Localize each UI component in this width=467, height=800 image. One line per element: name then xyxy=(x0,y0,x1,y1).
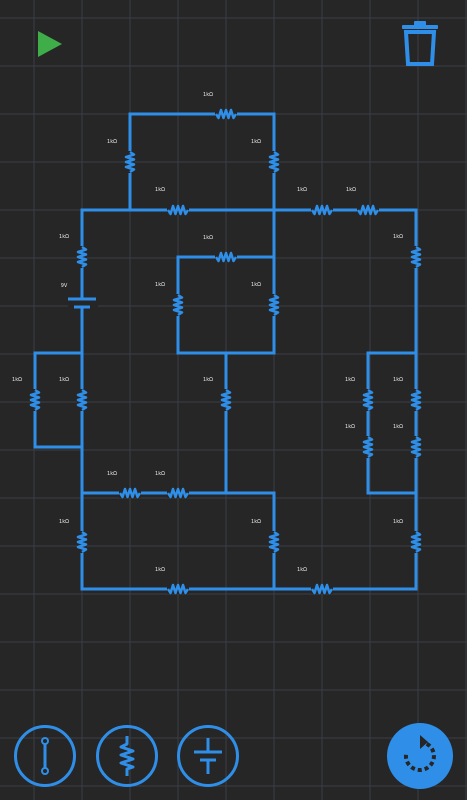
resistor[interactable]: 1kΩ xyxy=(297,567,334,595)
resistor-label: 1kΩ xyxy=(155,187,165,193)
resistor-icon xyxy=(119,736,135,776)
resistor[interactable]: 1kΩ xyxy=(155,282,184,317)
wire-tool-button[interactable] xyxy=(14,725,76,787)
resistor[interactable]: 1kΩ xyxy=(203,92,238,120)
resistor-label: 1kΩ xyxy=(59,234,69,240)
components: 1kΩ 1kΩ 1kΩ 1kΩ 1kΩ 1kΩ 1kΩ 1kΩ 1kΩ 1kΩ 1kΩ 1kΩ 1kΩ 1… xyxy=(12,92,422,595)
resistor[interactable]: 1kΩ xyxy=(393,377,422,412)
rotate-icon xyxy=(403,735,436,772)
resistor-label: 1kΩ xyxy=(107,139,117,145)
resistor-label: 1kΩ xyxy=(345,377,355,383)
resistor[interactable]: 1kΩ xyxy=(345,424,374,459)
resistor-label: 1kΩ xyxy=(251,282,261,288)
wire-icon xyxy=(41,737,49,775)
resistor[interactable]: 1kΩ xyxy=(59,519,88,554)
trash-icon xyxy=(402,21,438,66)
resistor-label: 1kΩ xyxy=(155,567,165,573)
resistor-label: 1kΩ xyxy=(203,235,213,241)
wires xyxy=(33,112,418,591)
resistor[interactable]: 1kΩ xyxy=(393,519,422,554)
battery-label: 9V xyxy=(61,283,68,289)
resistor-label: 1kΩ xyxy=(393,519,403,525)
resistor[interactable]: 1kΩ xyxy=(155,567,190,595)
resistor-tool-button[interactable] xyxy=(96,725,158,787)
play-button[interactable] xyxy=(36,29,64,59)
play-icon xyxy=(38,31,62,57)
resistor-label: 1kΩ xyxy=(346,187,356,193)
resistor[interactable]: 1kΩ xyxy=(345,377,374,412)
resistor[interactable]: 1kΩ xyxy=(155,187,190,216)
resistor[interactable]: 1kΩ xyxy=(59,234,88,269)
resistor[interactable]: 1kΩ xyxy=(203,377,232,412)
resistor-label: 1kΩ xyxy=(393,234,403,240)
resistor-label: 1kΩ xyxy=(393,377,403,383)
resistor-label: 1kΩ xyxy=(297,567,307,573)
reset-button[interactable] xyxy=(387,723,453,789)
resistor[interactable]: 1kΩ xyxy=(12,377,41,412)
resistor[interactable]: 1kΩ xyxy=(251,519,280,554)
trash-button[interactable] xyxy=(402,20,438,66)
battery[interactable]: 9V xyxy=(61,283,98,320)
resistor[interactable]: 1kΩ xyxy=(346,187,380,216)
resistor[interactable]: 1kΩ xyxy=(155,471,190,499)
resistor[interactable]: 1kΩ xyxy=(107,139,136,174)
resistor-label: 1kΩ xyxy=(59,519,69,525)
resistor-label: 1kΩ xyxy=(59,377,69,383)
resistor-label: 1kΩ xyxy=(155,282,165,288)
resistor[interactable]: 1kΩ xyxy=(251,139,280,174)
resistor[interactable]: 1kΩ xyxy=(393,234,422,269)
resistor-label: 1kΩ xyxy=(12,377,22,383)
resistor[interactable]: 1kΩ xyxy=(393,424,422,459)
resistor-label: 1kΩ xyxy=(251,519,261,525)
resistor-label: 1kΩ xyxy=(297,187,307,193)
resistor[interactable]: 1kΩ xyxy=(251,282,280,317)
resistor-label: 1kΩ xyxy=(251,139,261,145)
resistor-label: 1kΩ xyxy=(393,424,403,430)
resistor-label: 1kΩ xyxy=(155,471,165,477)
battery-tool-button[interactable] xyxy=(177,725,239,787)
resistor-label: 1kΩ xyxy=(107,471,117,477)
resistor[interactable]: 1kΩ xyxy=(107,471,142,499)
resistor-label: 1kΩ xyxy=(203,377,213,383)
resistor-label: 1kΩ xyxy=(203,92,213,98)
battery-icon xyxy=(194,738,222,774)
resistor[interactable]: 1kΩ xyxy=(203,235,238,263)
resistor-label: 1kΩ xyxy=(345,424,355,430)
resistor[interactable]: 1kΩ xyxy=(59,377,88,412)
resistor[interactable]: 1kΩ xyxy=(297,187,334,216)
